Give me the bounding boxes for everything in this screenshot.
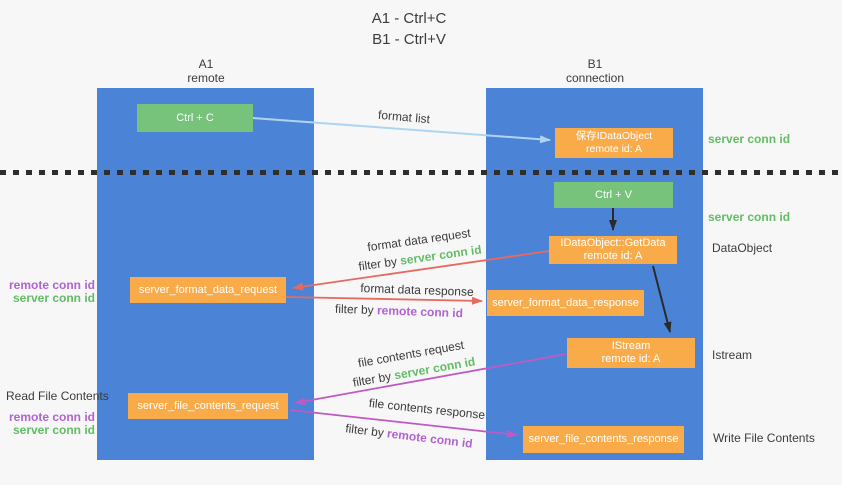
lifeline-header-b1: B1 connection: [486, 57, 704, 85]
arrow-file-contents-request: [294, 353, 567, 406]
arrow-file-contents-response: [289, 409, 518, 438]
title-line-2: B1 - Ctrl+V: [372, 31, 446, 48]
idataobject-getdata-label: IDataObject::GetData: [560, 237, 666, 249]
filter-prefix: filter by: [334, 301, 378, 318]
istream-box: IStream remote id: A: [567, 338, 695, 368]
arrow-format-data-response: [285, 296, 483, 305]
write-file-contents-label: Write File Contents: [713, 431, 815, 445]
save-idataobject-label: 保存IDataObject: [575, 130, 653, 142]
arrow-format-data-request: [292, 250, 550, 291]
remote-conn-id-left-top-label: remote conn id: [8, 278, 95, 292]
server-conn-id-left-bottom-label: server conn id: [12, 423, 95, 437]
lifeline-b1-name: B1: [587, 57, 603, 71]
server-conn-id-left-top-label: server conn id: [12, 291, 95, 305]
ctrl-c-label: Ctrl + C: [176, 111, 214, 124]
lifeline-a1-role: remote: [187, 71, 225, 85]
dotted-separator-line: [0, 170, 842, 175]
lifeline-header-a1: A1 remote: [97, 57, 315, 85]
server-format-data-request-label: server_format_data_request: [138, 283, 278, 296]
lifeline-a1-name: A1: [198, 57, 214, 71]
remote-conn-id-left-bottom-label: remote conn id: [8, 410, 95, 424]
server-file-contents-response-box: server_file_contents_response: [523, 426, 684, 453]
server-format-data-request-box: server_format_data_request: [130, 277, 286, 303]
remote-conn-id-text: remote conn id: [376, 303, 464, 321]
title-line-1: A1 - Ctrl+C: [371, 10, 447, 27]
server-file-contents-request-box: server_file_contents_request: [128, 393, 288, 419]
ctrl-c-box: Ctrl + C: [137, 104, 253, 132]
istream-side-label: Istream: [712, 348, 753, 362]
read-file-contents-label: Read File Contents: [6, 389, 109, 403]
arrow-format-list: [252, 117, 551, 144]
save-idataobject-sub: remote id: A: [585, 143, 643, 155]
save-idataobject-box: 保存IDataObject remote id: A: [555, 128, 673, 158]
lifeline-b1-role: connection: [565, 71, 625, 85]
idataobject-getdata-sub: remote id: A: [583, 250, 643, 262]
dataobject-label: DataObject: [712, 241, 773, 255]
istream-label: IStream: [611, 340, 651, 352]
server-format-data-response-box: server_format_data_response: [487, 290, 644, 316]
server-file-contents-request-label: server_file_contents_request: [137, 399, 279, 412]
ctrl-v-label: Ctrl + V: [595, 188, 632, 201]
server-format-data-response-label: server_format_data_response: [492, 296, 639, 309]
server-conn-id-right-mid-label: server conn id: [708, 210, 791, 224]
diagram-title: A1 - Ctrl+C B1 - Ctrl+V: [372, 8, 447, 50]
idataobject-getdata-box: IDataObject::GetData remote id: A: [549, 236, 677, 264]
server-file-contents-response-label: server_file_contents_response: [528, 433, 679, 445]
server-conn-id-right-top-label: server conn id: [708, 132, 791, 146]
istream-sub: remote id: A: [601, 353, 661, 365]
ctrl-v-box: Ctrl + V: [554, 182, 673, 208]
arrow-getdata-to-istream: [652, 265, 672, 333]
